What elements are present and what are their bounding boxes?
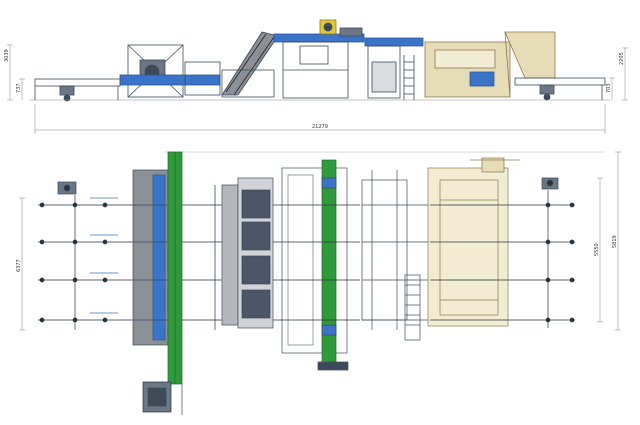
left-infeed-table <box>34 78 121 87</box>
motor-icon <box>57 181 77 195</box>
ladder-icon <box>403 55 415 100</box>
ladder-icon <box>404 274 421 341</box>
cassette-stacks <box>221 177 274 329</box>
right-roller-arms <box>430 190 575 328</box>
dim-height-right: 2205 <box>619 52 625 65</box>
dim-plan-width-right-inner: 5550 <box>594 243 600 256</box>
plan-dimensions <box>19 151 621 331</box>
dim-left-table-height: 737 <box>16 83 22 93</box>
motor-icon <box>541 177 559 190</box>
motor-icon <box>59 85 75 102</box>
dim-total-length: 21279 <box>312 124 328 130</box>
dim-plan-width-right-outer: 5819 <box>612 235 618 248</box>
gantry-frame <box>424 31 556 98</box>
lifting-station <box>119 44 221 98</box>
main-frame <box>273 159 360 371</box>
right-outfeed-table <box>514 77 606 86</box>
side-elevation-view <box>30 19 610 102</box>
dim-right-table-height: 703 <box>606 83 612 93</box>
top-conveyor <box>273 19 365 99</box>
inclined-conveyor <box>221 31 279 98</box>
transfer-station <box>361 170 430 330</box>
gantry-plan <box>427 157 520 327</box>
control-cabinet-icon <box>142 381 183 415</box>
stacking-unit <box>364 37 424 100</box>
green-belt-conveyor <box>167 151 183 385</box>
dim-height-overall: 3039 <box>4 49 10 62</box>
elevation-dimensions <box>7 44 628 134</box>
feeding-table <box>132 169 169 346</box>
motor-icon <box>539 84 555 101</box>
dim-plan-width-left: 6377 <box>16 259 22 272</box>
left-roller-arms <box>38 195 135 330</box>
gearbox-icon <box>319 19 337 35</box>
plan-view <box>38 151 605 415</box>
